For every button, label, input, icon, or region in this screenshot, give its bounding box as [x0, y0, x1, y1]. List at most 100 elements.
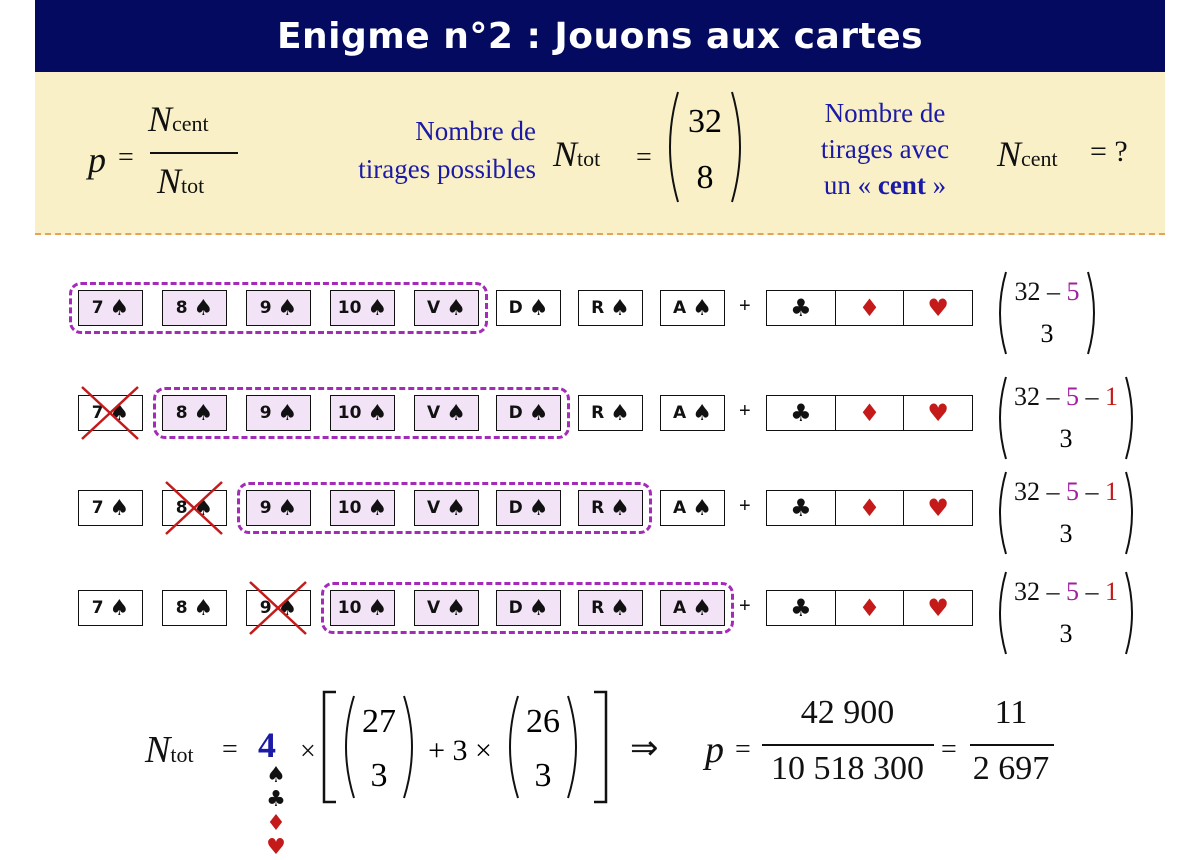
p-variable: p — [88, 140, 106, 180]
playing-card: 10♠ — [330, 290, 395, 326]
card-rank: V — [427, 598, 441, 618]
consecutive-group-outline — [237, 482, 652, 534]
playing-card: 10♠ — [330, 590, 395, 626]
fraction-bar — [970, 744, 1054, 746]
cross-line — [165, 481, 223, 535]
other-suits-box: ♣♦♥ — [766, 395, 973, 431]
times-sign: × — [300, 736, 316, 767]
consecutive-group-outline — [321, 582, 734, 634]
playing-card: 9♠ — [246, 290, 311, 326]
card-rank: D — [508, 298, 523, 318]
binom-term: 1 — [1105, 477, 1118, 506]
n-symbol: N — [157, 161, 182, 201]
suit-row: ♦ ♥ — [254, 812, 298, 860]
binomial-coefficient: 32 – 5 – 13 — [999, 571, 1133, 655]
binom-term: 5 — [1066, 577, 1079, 606]
final-ntot: Ntot — [145, 728, 194, 772]
binom-bottom: 3 — [535, 757, 552, 794]
spade-icon: ♠ — [446, 595, 466, 621]
playing-card: 7♠ — [78, 395, 143, 431]
right-paren — [1125, 571, 1133, 655]
fraction-bar — [762, 744, 934, 746]
card-rank: R — [591, 298, 605, 318]
binom-bottom: 3 — [1041, 319, 1054, 348]
binomial-32-8: 32 8 — [669, 91, 741, 203]
plus-sign: + — [739, 295, 751, 317]
tot-subscript: tot — [170, 742, 194, 767]
playing-card: 9♠ — [246, 395, 311, 431]
card-rank: 8 — [175, 403, 188, 423]
fraction-numerator: 11 — [994, 694, 1028, 731]
club-icon: ♣ — [767, 291, 836, 325]
card-rank: R — [591, 498, 605, 518]
left-paren — [345, 695, 355, 799]
card-rank: V — [427, 403, 441, 423]
spade-icon: ♠ — [692, 400, 712, 426]
playing-card: V♠ — [414, 590, 479, 626]
playing-card: 9♠ — [246, 490, 311, 526]
plus-sign: + — [739, 595, 751, 617]
playing-card: A♠ — [660, 490, 725, 526]
spade-icon: ♠ — [193, 400, 214, 426]
spade-icon: ♠ — [692, 495, 712, 521]
playing-card: V♠ — [414, 490, 479, 526]
cross-out-mark — [165, 481, 223, 535]
spade-icon: ♠ — [610, 495, 630, 521]
spade-icon: ♠ — [367, 495, 388, 521]
card-rank: A — [673, 298, 687, 318]
spade-icon: ♠ — [446, 495, 466, 521]
spade-icon: ♠ — [277, 400, 298, 426]
ncent-question: = ? — [1090, 135, 1128, 168]
playing-card: 7♠ — [78, 290, 143, 326]
card-rank: 8 — [175, 498, 188, 518]
left-paren — [509, 695, 519, 799]
title-bar: Enigme n°2 : Jouons aux cartes — [35, 0, 1165, 72]
left-paren — [999, 471, 1007, 555]
spade-icon: ♠ — [446, 400, 466, 426]
bracket-expression: 27 3 + 3 × 26 3 — [322, 690, 608, 804]
card-rank: 10 — [337, 298, 362, 318]
binom-bottom: 3 — [371, 757, 388, 794]
binom-bottom: 3 — [1060, 619, 1073, 648]
heart-icon: ♥ — [927, 594, 949, 622]
right-paren — [1125, 471, 1133, 555]
left-bracket — [322, 690, 336, 804]
p-variable: p — [705, 729, 724, 771]
spade-icon: ♠ — [528, 295, 549, 321]
cross-out-mark — [81, 386, 139, 440]
playing-card: D♠ — [496, 290, 561, 326]
playing-card: 10♠ — [330, 490, 395, 526]
card-rank: R — [591, 403, 605, 423]
club-icon: ♣ — [767, 491, 836, 525]
spade-icon: ♠ — [367, 595, 388, 621]
spade-icon: ♠ — [277, 595, 298, 621]
spade-icon: ♠ — [109, 595, 130, 621]
card-rank: A — [673, 498, 687, 518]
implies-arrow: ⇒ — [630, 730, 659, 767]
binom-term: 32 – — [1015, 277, 1067, 306]
heart-icon: ♥ — [927, 494, 949, 522]
spade-icon: ♠ — [193, 295, 214, 321]
plus-sign: + — [739, 400, 751, 422]
label-part: un « — [823, 170, 878, 200]
equals-sign: = — [222, 734, 238, 765]
other-suits-box: ♣♦♥ — [766, 590, 973, 626]
card-rank: 10 — [337, 598, 362, 618]
cross-line — [81, 386, 139, 440]
card-rank: V — [427, 298, 441, 318]
plus-sign: + — [739, 495, 751, 517]
left-paren — [999, 376, 1007, 460]
fraction-numerator: 42 900 — [800, 694, 895, 731]
spade-icon: ♠ — [528, 595, 549, 621]
plus-three-times: + 3 × — [428, 734, 492, 767]
diamond-icon: ♦ — [836, 396, 905, 430]
cross-line — [249, 581, 307, 635]
tot-subscript: tot — [181, 173, 205, 198]
spade-icon: ♠ — [528, 400, 549, 426]
card-rank: D — [508, 498, 523, 518]
binomial-coefficient: 32 – 53 — [999, 271, 1095, 355]
playing-card: R♠ — [578, 590, 643, 626]
equals-sign: = — [735, 734, 751, 765]
playing-card: 10♠ — [330, 395, 395, 431]
card-rank: D — [508, 403, 523, 423]
